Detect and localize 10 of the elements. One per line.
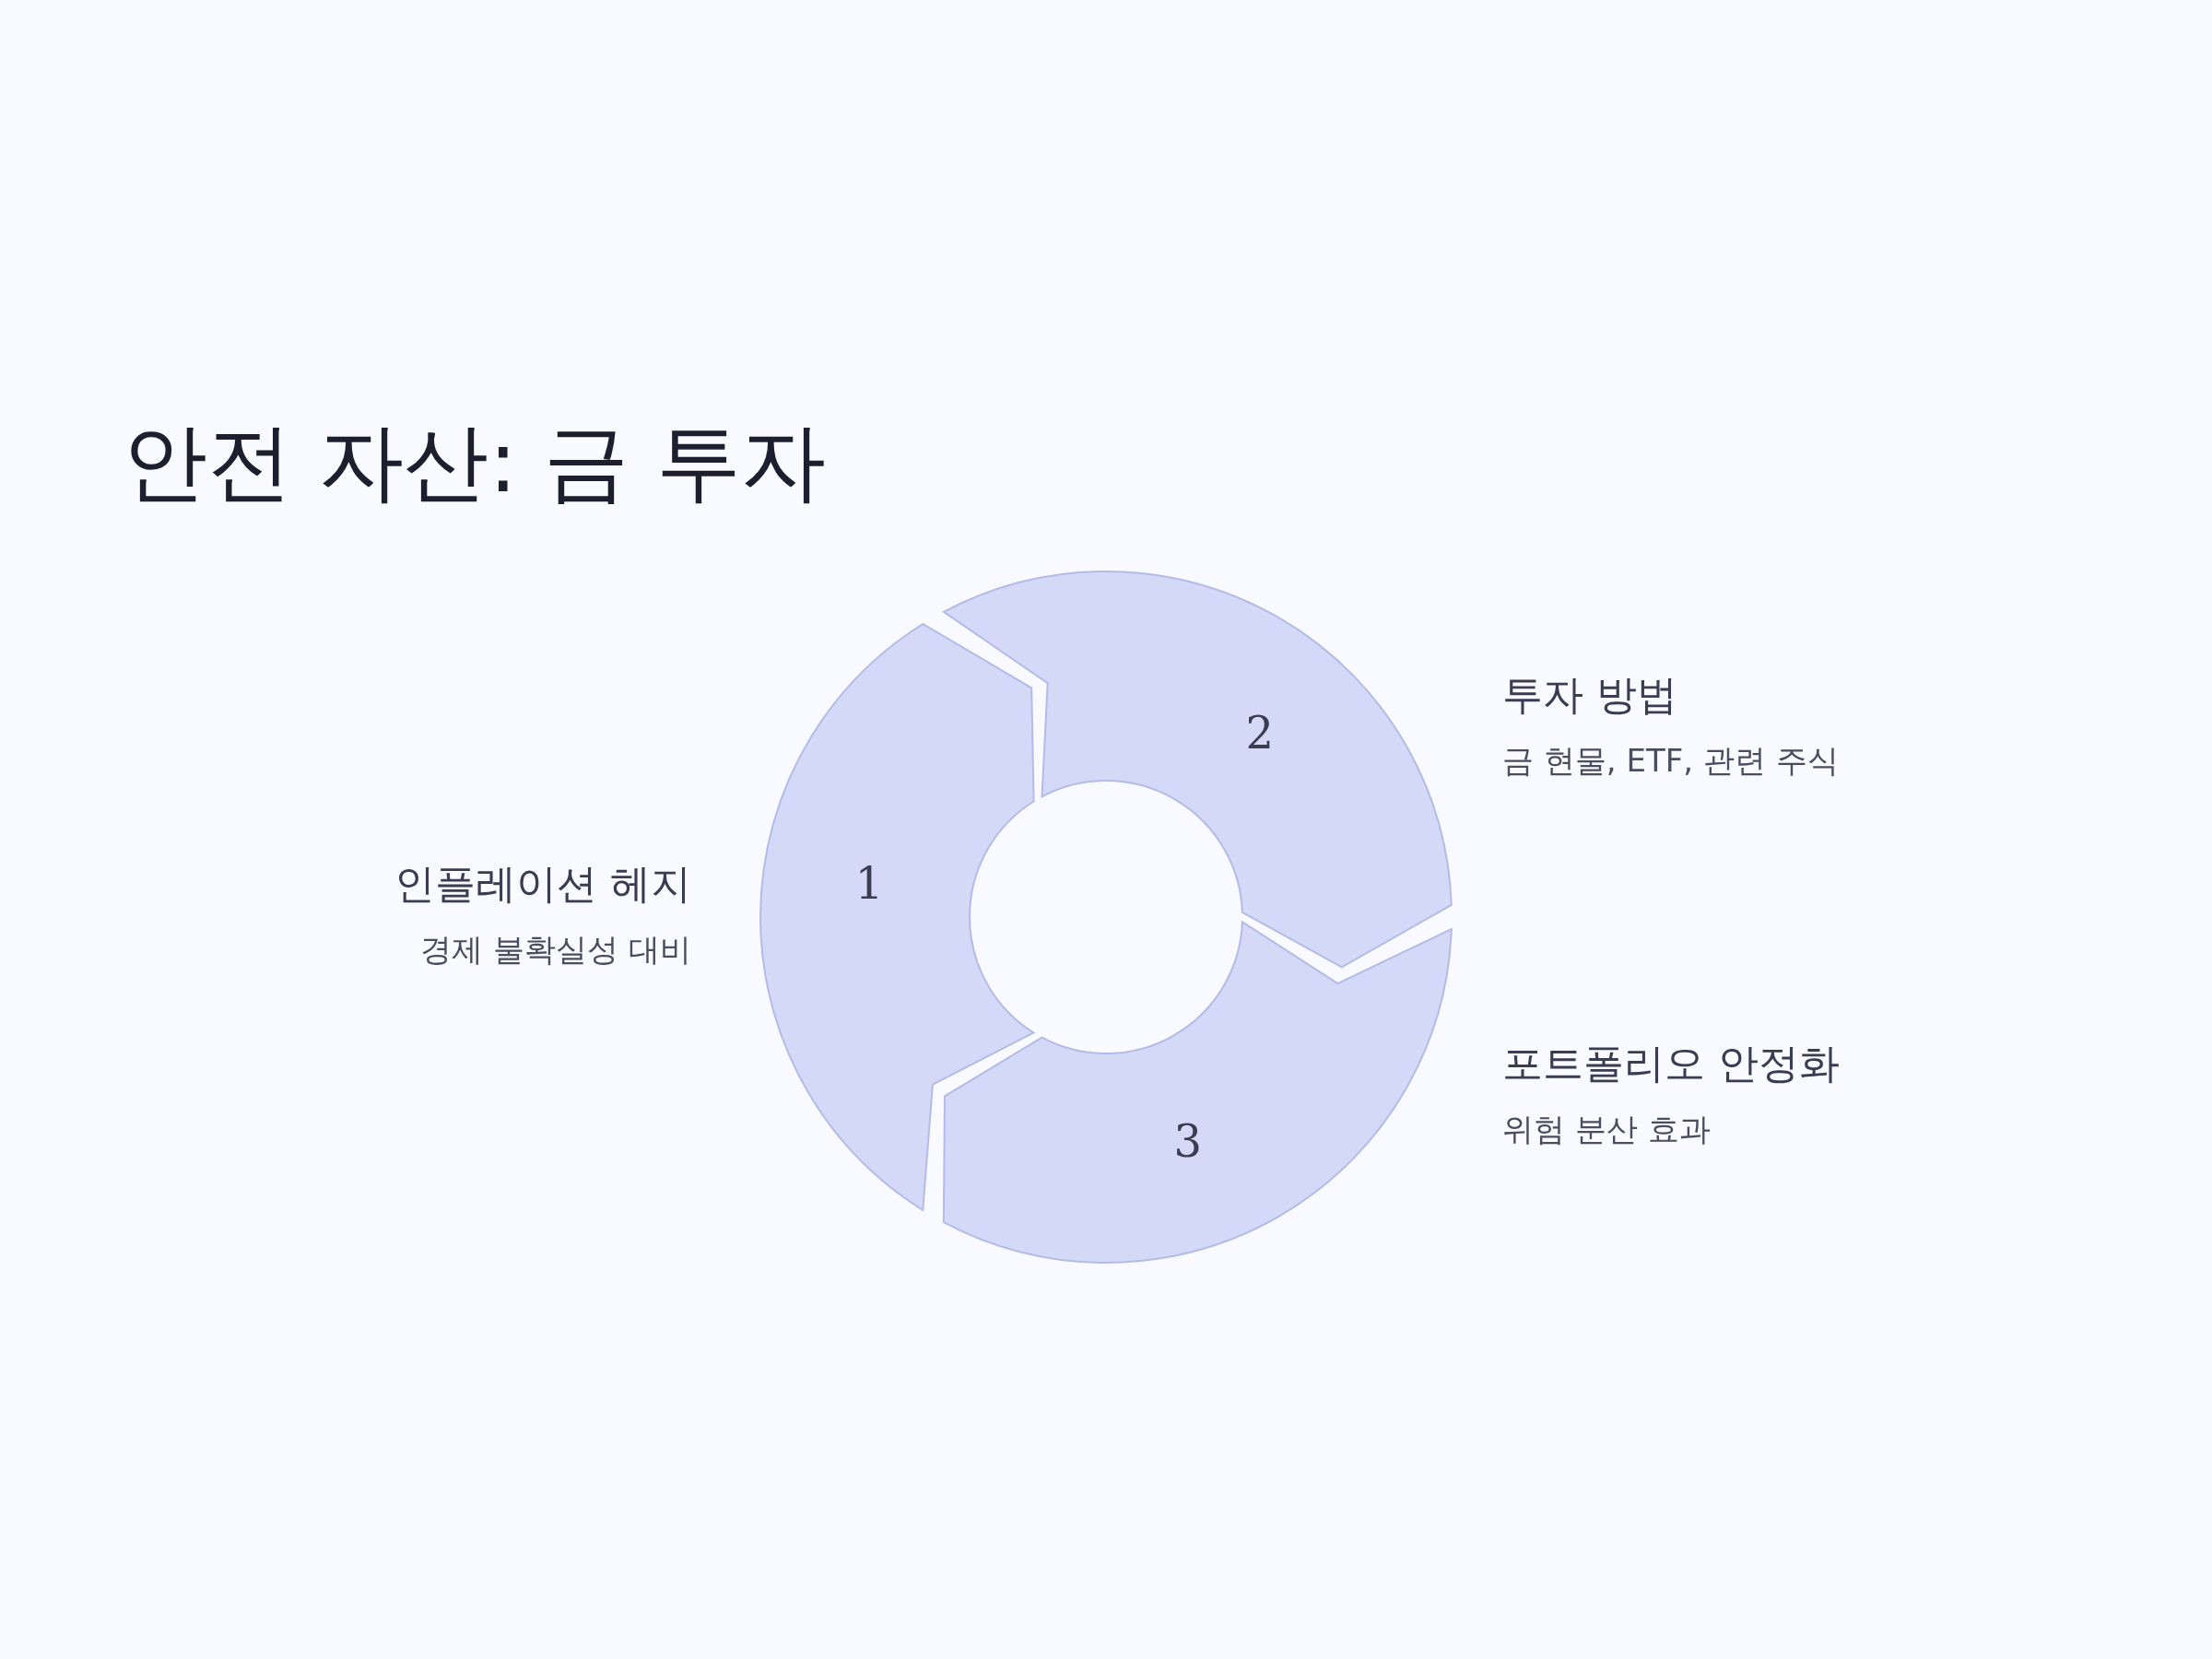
- segment-heading: 투자 방법: [1502, 670, 1677, 720]
- title: 안전 자산: 금 투자: [123, 412, 826, 513]
- segment-number: 2: [1245, 707, 1275, 759]
- segment-description: 위험 분산 효과: [1502, 1110, 1711, 1149]
- segment-heading: 포트폴리오 안정화: [1502, 1039, 1840, 1088]
- segment-number: 1: [854, 856, 884, 909]
- segment-number: 3: [1173, 1114, 1203, 1167]
- segment-description: 경제 불확실성 대비: [420, 930, 691, 970]
- segment-description: 금 현물, ETF, 관련 주식: [1502, 741, 1839, 781]
- segment-heading: 인플레이션 헤지: [394, 859, 691, 909]
